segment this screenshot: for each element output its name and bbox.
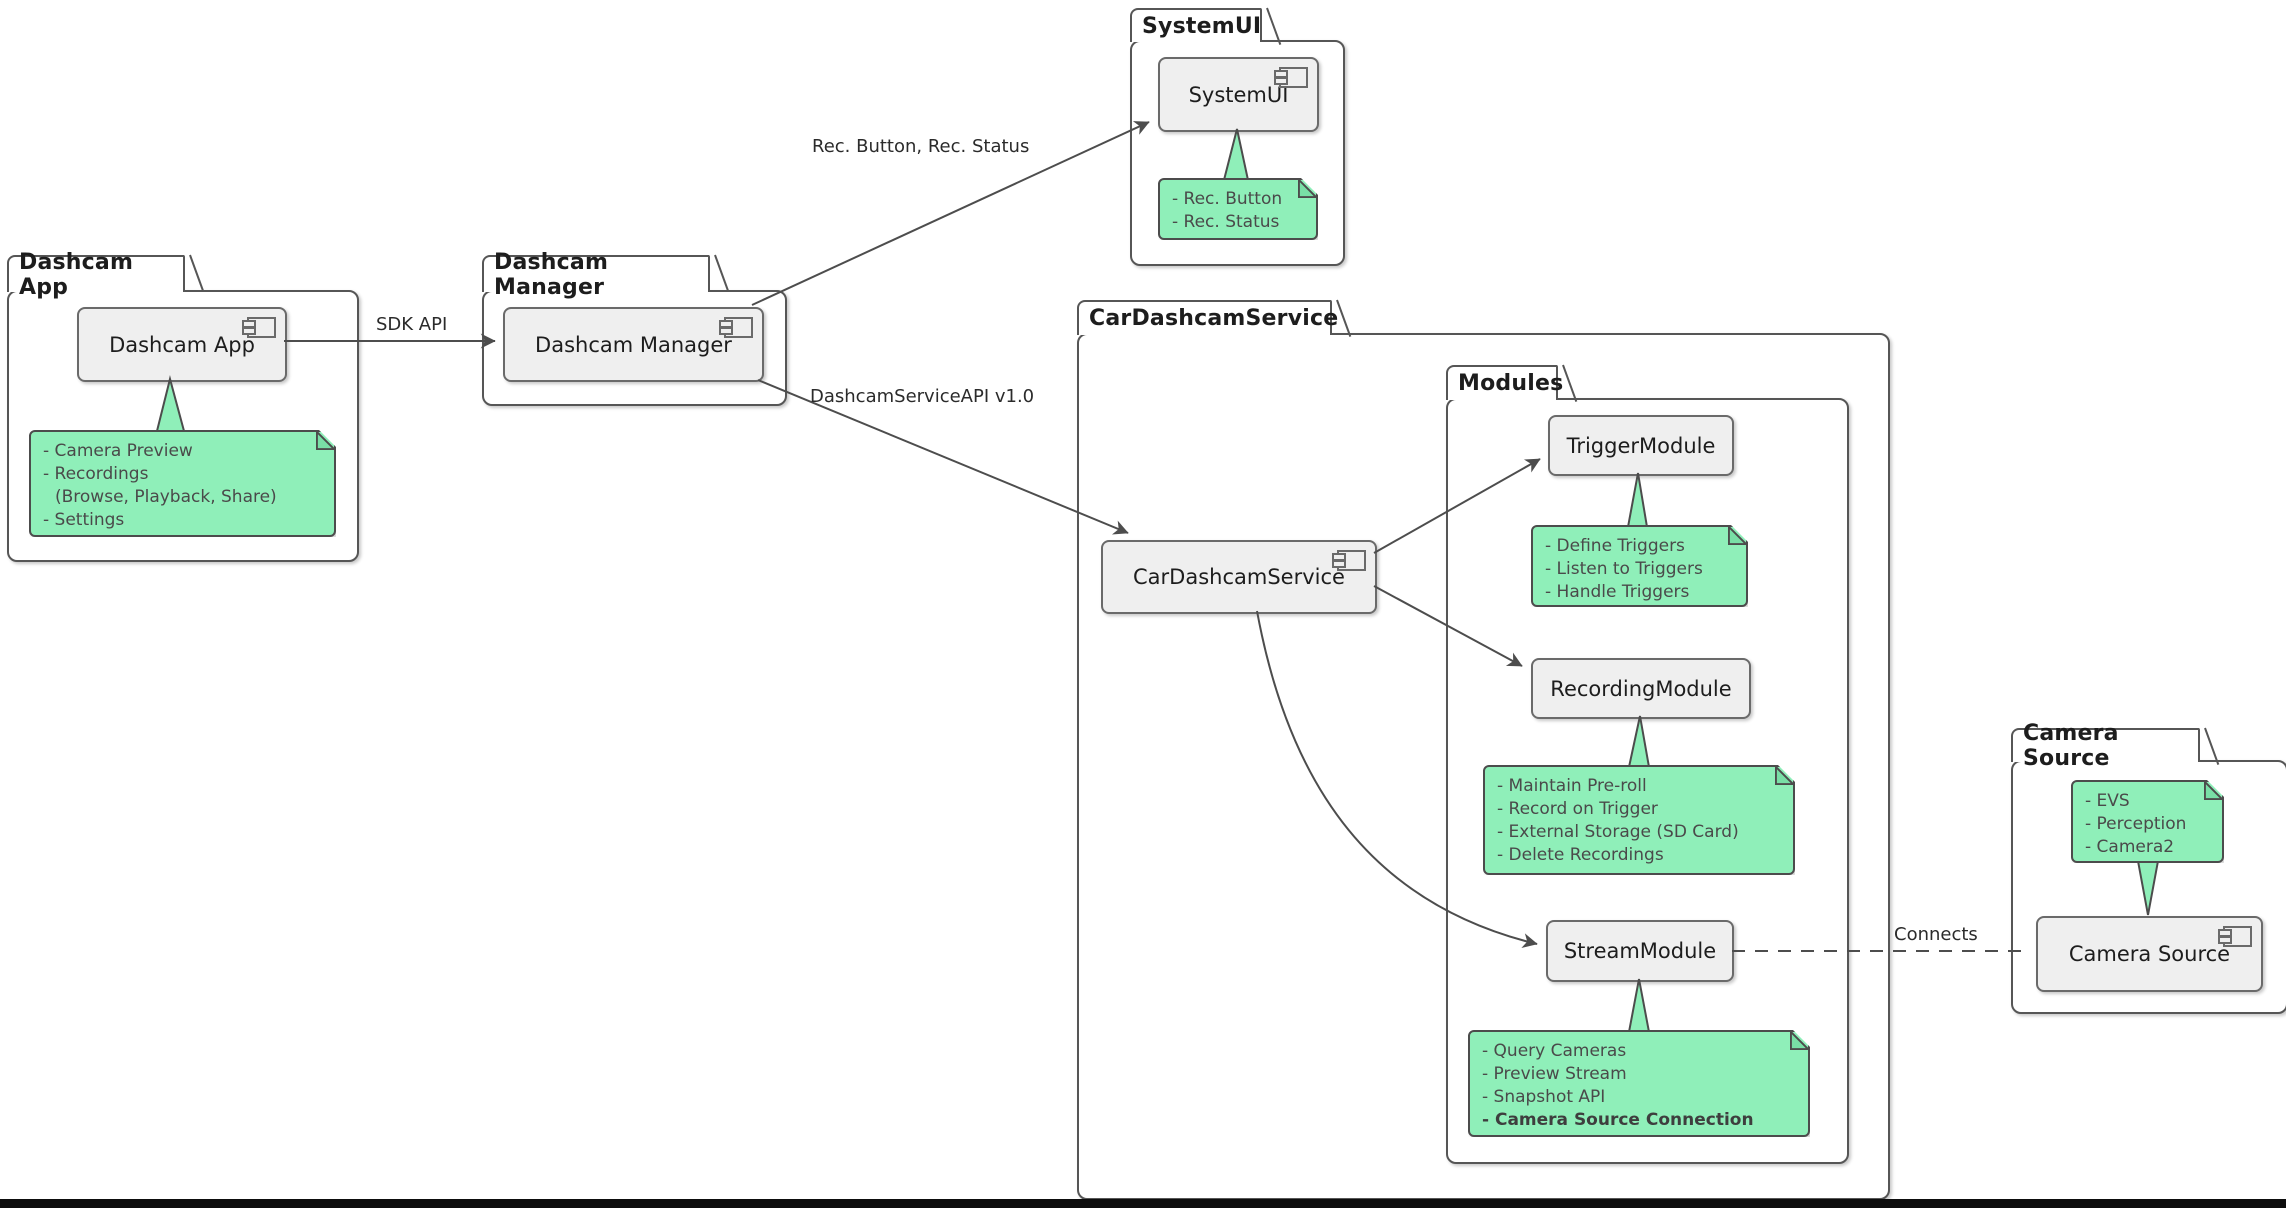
component-label-camera-source: Camera Source xyxy=(2068,942,2231,966)
package-tab-dashcam-app: Dashcam App xyxy=(7,250,185,300)
note-line: - Perception xyxy=(2085,814,2187,834)
package-tab-cardashcamservice: CarDashcamService xyxy=(1077,300,1338,335)
note-line: - Rec. Button xyxy=(1172,189,1283,209)
package-tab-modules: Modules xyxy=(1446,365,1563,400)
component-label-trigger-module: TriggerModule xyxy=(1566,433,1716,458)
note-line: - Delete Recordings xyxy=(1497,845,1664,865)
note-dashcam-app: - Camera Preview - Recordings (Browse, P… xyxy=(29,430,336,537)
note-line: - Define Triggers xyxy=(1545,536,1685,556)
note-systemui: - Rec. Button - Rec. Status xyxy=(1158,178,1318,240)
component-label-cardashcamservice: CarDashcamService xyxy=(1133,565,1345,589)
edge-label-rec-button-status: Rec. Button, Rec. Status xyxy=(812,136,1030,157)
note-fold-icon xyxy=(1298,179,1317,198)
note-recording-module: - Maintain Pre-roll - Record on Trigger … xyxy=(1483,765,1795,875)
component-recording-module: RecordingModule xyxy=(1531,658,1751,719)
note-camera-source: - EVS - Perception - Camera2 xyxy=(2071,780,2224,863)
edge-label-connects: Connects xyxy=(1894,924,1978,945)
note-line: - Camera Source Connection xyxy=(1482,1110,1754,1130)
package-title-modules: Modules xyxy=(1458,371,1564,396)
component-label-stream-module: StreamModule xyxy=(1563,939,1717,963)
note-stream-module: - Query Cameras - Preview Stream - Snaps… xyxy=(1468,1030,1810,1137)
note-line: - Record on Trigger xyxy=(1497,799,1658,819)
package-title-dashcam-manager: Dashcam Manager xyxy=(494,249,609,300)
component-systemui: SystemUI xyxy=(1158,57,1319,132)
package-tab-systemui: SystemUI xyxy=(1130,8,1262,42)
note-line: - Query Cameras xyxy=(1482,1041,1627,1061)
note-line: - Settings xyxy=(43,510,125,530)
note-fold-icon xyxy=(1775,766,1794,785)
note-fold-icon xyxy=(1728,526,1747,545)
component-camera-source: Camera Source xyxy=(2036,916,2263,992)
package-tab-dashcam-manager: Dashcam Manager xyxy=(482,250,710,300)
note-line: - Preview Stream xyxy=(1482,1064,1627,1084)
component-icon xyxy=(1332,550,1366,571)
component-cardashcamservice: CarDashcamService xyxy=(1101,540,1377,614)
component-label-systemui: SystemUI xyxy=(1188,82,1289,107)
note-fold-icon xyxy=(1790,1031,1809,1050)
component-icon xyxy=(242,317,276,338)
component-icon xyxy=(719,317,753,338)
note-trigger-module: - Define Triggers - Listen to Triggers -… xyxy=(1531,525,1748,607)
note-fold-icon xyxy=(316,431,335,450)
component-dashcam-manager: Dashcam Manager xyxy=(503,307,764,382)
component-label-dashcam-app: Dashcam App xyxy=(109,332,255,357)
package-title-camera-source: Camera Source xyxy=(2023,721,2119,771)
package-tab-camera-source: Camera Source xyxy=(2011,721,2200,771)
note-line: - Camera Preview xyxy=(43,441,193,461)
package-title-systemui: SystemUI xyxy=(1142,13,1262,39)
note-line: - Camera2 xyxy=(2085,837,2175,857)
note-line: - Listen to Triggers xyxy=(1545,559,1703,579)
component-label-dashcam-manager: Dashcam Manager xyxy=(535,332,732,357)
component-icon xyxy=(1274,67,1308,88)
package-title-dashcam-app: Dashcam App xyxy=(19,249,134,300)
component-icon xyxy=(2218,926,2252,947)
note-line: - Maintain Pre-roll xyxy=(1497,776,1647,796)
note-line: - EVS xyxy=(2085,791,2130,811)
component-trigger-module: TriggerModule xyxy=(1548,415,1734,476)
note-line: - External Storage (SD Card) xyxy=(1497,822,1739,842)
edge-label-sdk-api: SDK API xyxy=(376,314,448,335)
component-stream-module: StreamModule xyxy=(1546,920,1734,982)
note-fold-icon xyxy=(2204,781,2223,800)
edge-label-dashcam-service-api: DashcamServiceAPI v1.0 xyxy=(810,386,1035,407)
component-label-recording-module: RecordingModule xyxy=(1550,676,1732,701)
bottom-bar xyxy=(0,1199,2286,1208)
note-line: - Handle Triggers xyxy=(1545,582,1690,602)
note-line: (Browse, Playback, Share) xyxy=(55,487,277,507)
package-title-cardashcamservice: CarDashcamService xyxy=(1089,306,1339,331)
note-line: - Rec. Status xyxy=(1172,212,1280,232)
component-dashcam-app: Dashcam App xyxy=(77,307,287,382)
note-line: - Recordings xyxy=(43,464,149,484)
note-line: - Snapshot API xyxy=(1482,1087,1606,1107)
